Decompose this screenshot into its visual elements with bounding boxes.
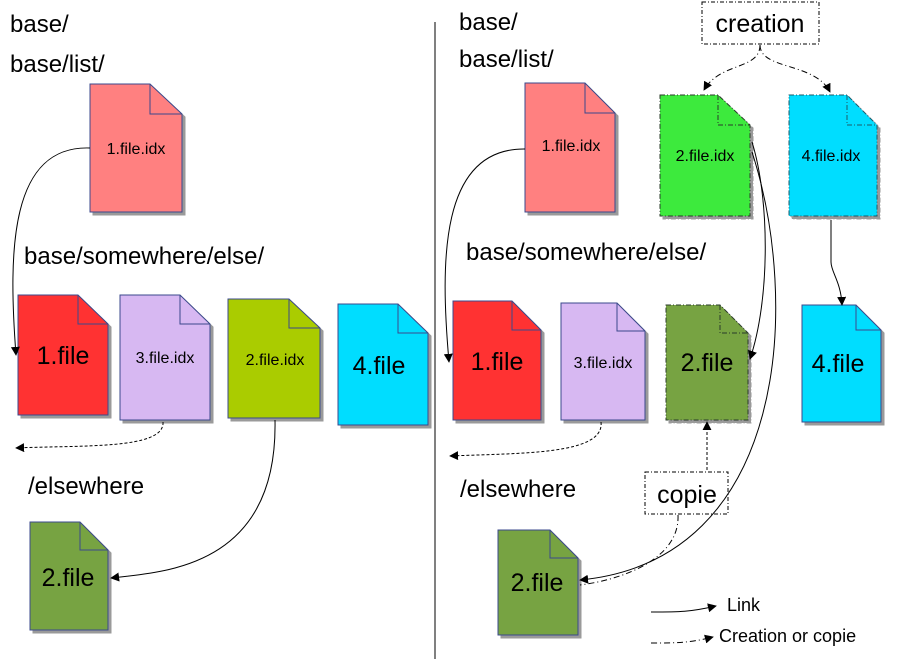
left-path-elsewhere: /elsewhere bbox=[28, 473, 144, 500]
right-path-elsewhere: /elsewhere bbox=[460, 476, 576, 503]
right-file4-icon bbox=[801, 304, 882, 423]
legend-creation-label: Creation or copie bbox=[719, 626, 856, 646]
copie-box-label: copie bbox=[657, 481, 717, 509]
legend-creation-line bbox=[650, 634, 714, 644]
right-idx1-label: 1.file.idx bbox=[542, 138, 601, 155]
left-file1-icon bbox=[17, 294, 109, 416]
left-path-somewhere: base/somewhere/else/ bbox=[24, 243, 264, 270]
left-idx1-label: 1.file.idx bbox=[107, 141, 166, 158]
right-file2-copy-icon bbox=[665, 304, 749, 421]
right-path-base: base/ bbox=[459, 9, 518, 36]
left-idx2-label: 2.file.idx bbox=[246, 352, 305, 369]
right-idx3-label: 3.file.idx bbox=[574, 355, 633, 372]
left-link-idx3-to-elsewhere bbox=[15, 421, 164, 453]
right-file2-copy-label: 2.file bbox=[681, 349, 734, 377]
left-idx3-label: 3.file.idx bbox=[136, 350, 195, 367]
right-file2-label: 2.file bbox=[511, 569, 564, 597]
creation-arrow-to-idx2 bbox=[703, 44, 761, 91]
right-idx4-label: 4.file.idx bbox=[802, 148, 861, 165]
legend-link-line bbox=[650, 603, 717, 613]
left-file4-label: 4.file bbox=[353, 352, 406, 380]
right-idx2-label: 2.file.idx bbox=[676, 148, 735, 165]
copie-box bbox=[644, 471, 729, 515]
right-link-idx1-to-file1 bbox=[443, 148, 526, 363]
left-file2-icon bbox=[29, 521, 109, 631]
right-file2-icon bbox=[497, 529, 579, 636]
left-path-list: base/list/ bbox=[10, 51, 105, 78]
left-idx1-file-icon bbox=[89, 83, 183, 213]
right-link-idx2-to-elsewhere-file2 bbox=[579, 151, 777, 584]
right-link-idx3-to-elsewhere bbox=[449, 421, 602, 461]
right-idx3-file-icon bbox=[560, 302, 646, 421]
left-path-base: base/ bbox=[10, 11, 69, 38]
right-idx2-file-icon bbox=[659, 94, 751, 217]
creation-box-label: creation bbox=[716, 10, 805, 38]
right-file1-label: 1.file bbox=[471, 348, 524, 376]
right-file1-icon bbox=[452, 300, 542, 421]
legend-link-label: Link bbox=[727, 595, 761, 615]
left-idx3-file-icon bbox=[119, 294, 211, 421]
right-idx4-file-icon bbox=[788, 94, 878, 217]
left-link-idx2-to-file2 bbox=[110, 419, 276, 582]
left-file4-icon bbox=[337, 303, 429, 426]
left-link-idx1-to-file1 bbox=[10, 147, 91, 356]
left-file2-label: 2.file bbox=[42, 564, 95, 592]
creation-box bbox=[701, 1, 820, 45]
right-idx1-file-icon bbox=[524, 82, 616, 213]
creation-arrow-to-idx4 bbox=[759, 44, 831, 93]
copie-arrow-to-file2-copy bbox=[579, 514, 679, 586]
right-file4-label: 4.file bbox=[812, 350, 865, 378]
left-file1-label: 1.file bbox=[37, 342, 90, 370]
right-link-idx4-to-file4 bbox=[830, 220, 847, 306]
right-path-list: base/list/ bbox=[459, 46, 554, 73]
right-link-idx2-to-file2-copy bbox=[748, 141, 766, 360]
right-path-somewhere: base/somewhere/else/ bbox=[466, 239, 706, 266]
left-idx2-file-icon bbox=[227, 298, 321, 419]
